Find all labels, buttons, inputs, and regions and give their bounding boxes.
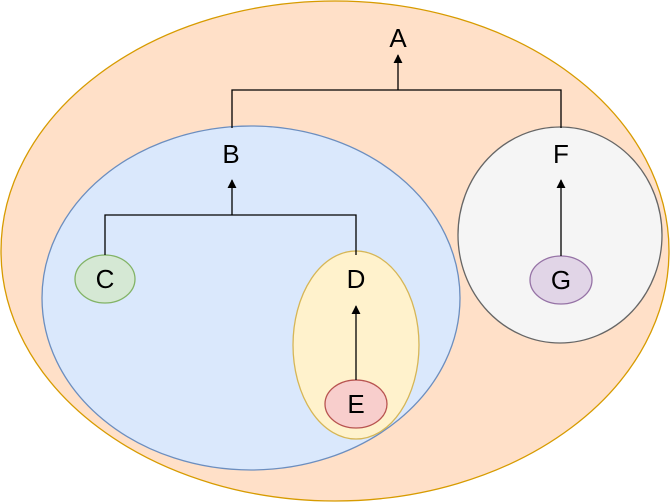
edge-b-to-a bbox=[231, 89, 398, 128]
node-b-label: B bbox=[222, 139, 239, 169]
edge-d-to-b bbox=[232, 214, 357, 255]
node-e-label: E bbox=[347, 389, 364, 419]
node-g-label: G bbox=[551, 265, 571, 295]
edge-c-to-b bbox=[104, 214, 232, 255]
node-c-label: C bbox=[96, 264, 115, 294]
node-f-label: F bbox=[553, 139, 569, 169]
node-d-label: D bbox=[347, 264, 366, 294]
node-f-container bbox=[457, 126, 663, 344]
edge-f-to-a bbox=[398, 89, 562, 128]
node-a-label: A bbox=[389, 23, 407, 53]
